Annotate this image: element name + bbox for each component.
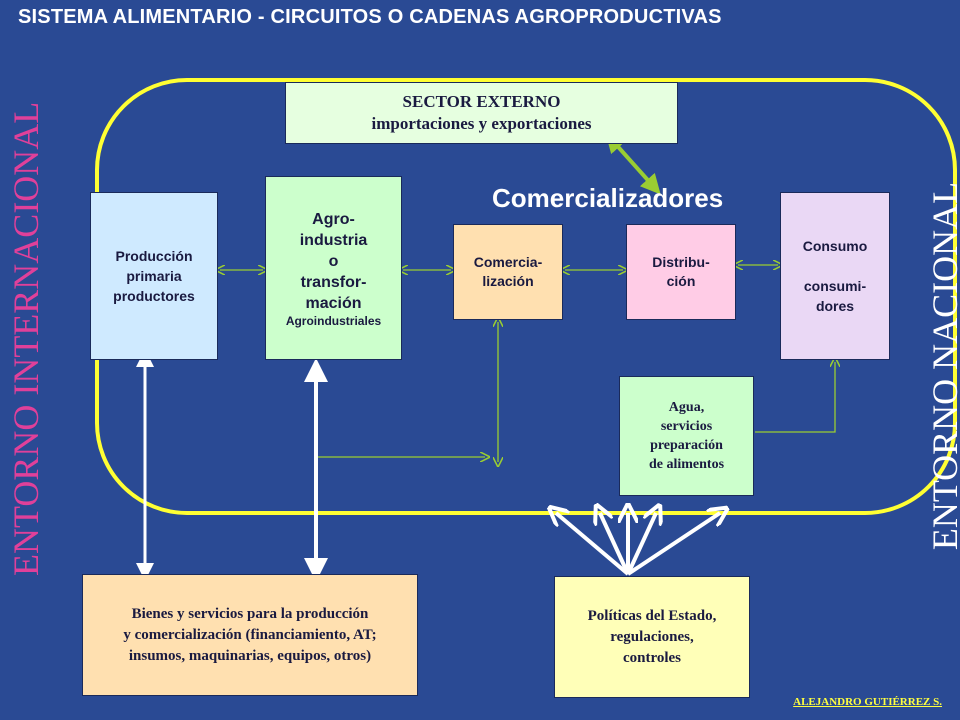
comercializacion-line1: Comercia-	[473, 254, 543, 270]
box-sector-externo: SECTOR EXTERNO importaciones y exportaci…	[285, 82, 678, 144]
bienes-line3: insumos, maquinarias, equipos, otros)	[128, 647, 372, 664]
link-agua-consumo	[755, 362, 835, 433]
politicas-line2: regulaciones,	[610, 628, 694, 645]
produccion-line1: Producción	[115, 248, 193, 264]
consumo-line3: dores	[815, 298, 855, 314]
consumo-line2: consumi-	[803, 278, 867, 294]
author-credit: ALEJANDRO GUTIÉRREZ S.	[793, 696, 942, 708]
box-consumo: Consumo consumi- dores	[780, 192, 890, 360]
politicas-line3: controles	[622, 649, 682, 666]
agroindustria-line2: industria	[299, 232, 368, 249]
agroindustria-line4: transfor-	[300, 274, 367, 291]
sector-externo-subtitle: importaciones y exportaciones	[371, 114, 592, 133]
bienes-line1: Bienes y servicios para la producción	[131, 605, 369, 622]
agroindustria-line5: mación	[305, 295, 362, 312]
box-produccion-primaria: Producción primaria productores	[90, 192, 218, 360]
box-agroindustria: Agro- industria o transfor- mación Agroi…	[265, 176, 402, 360]
distribucion-line1: Distribu-	[652, 254, 710, 270]
label-entorno-nacional: ENTORNO NACIONAL	[925, 181, 960, 551]
bienes-line2: y comercialización (financiamiento, AT;	[123, 626, 377, 643]
agua-line1: Agua,	[668, 400, 705, 415]
box-politicas-estado: Políticas del Estado, regulaciones, cont…	[554, 576, 750, 698]
consumo-line1: Consumo	[802, 238, 868, 254]
link-sector-externo-comercializadores	[605, 132, 661, 195]
box-comercializacion: Comercia- lización	[453, 224, 563, 320]
agroindustria-line3: o	[328, 253, 339, 270]
page-title: SISTEMA ALIMENTARIO - CIRCUITOS O CADENA…	[18, 6, 722, 28]
distribucion-line2: ción	[666, 273, 696, 289]
policy-fan-arrows	[556, 513, 720, 576]
comercializacion-line2: lización	[482, 273, 534, 289]
box-distribucion: Distribu- ción	[626, 224, 736, 320]
agroindustria-subtitle: Agroindustriales	[285, 314, 382, 328]
box-bienes-servicios: Bienes y servicios para la producción y …	[82, 574, 418, 696]
box-agua-servicios: Agua, servicios preparación de alimentos	[619, 376, 754, 496]
label-comercializadores: Comercializadores	[492, 183, 724, 213]
label-entorno-internacional: ENTORNO INTERNACIONAL	[6, 101, 46, 576]
agua-line4: de alimentos	[648, 457, 725, 472]
sector-externo-title: SECTOR EXTERNO	[402, 92, 561, 111]
agua-line2: servicios	[660, 419, 713, 434]
produccion-line2: primaria	[126, 268, 182, 284]
agua-line3: preparación	[650, 438, 723, 453]
produccion-line3: productores	[113, 288, 195, 304]
agroindustria-line1: Agro-	[312, 211, 355, 228]
politicas-line1: Políticas del Estado,	[587, 607, 717, 624]
